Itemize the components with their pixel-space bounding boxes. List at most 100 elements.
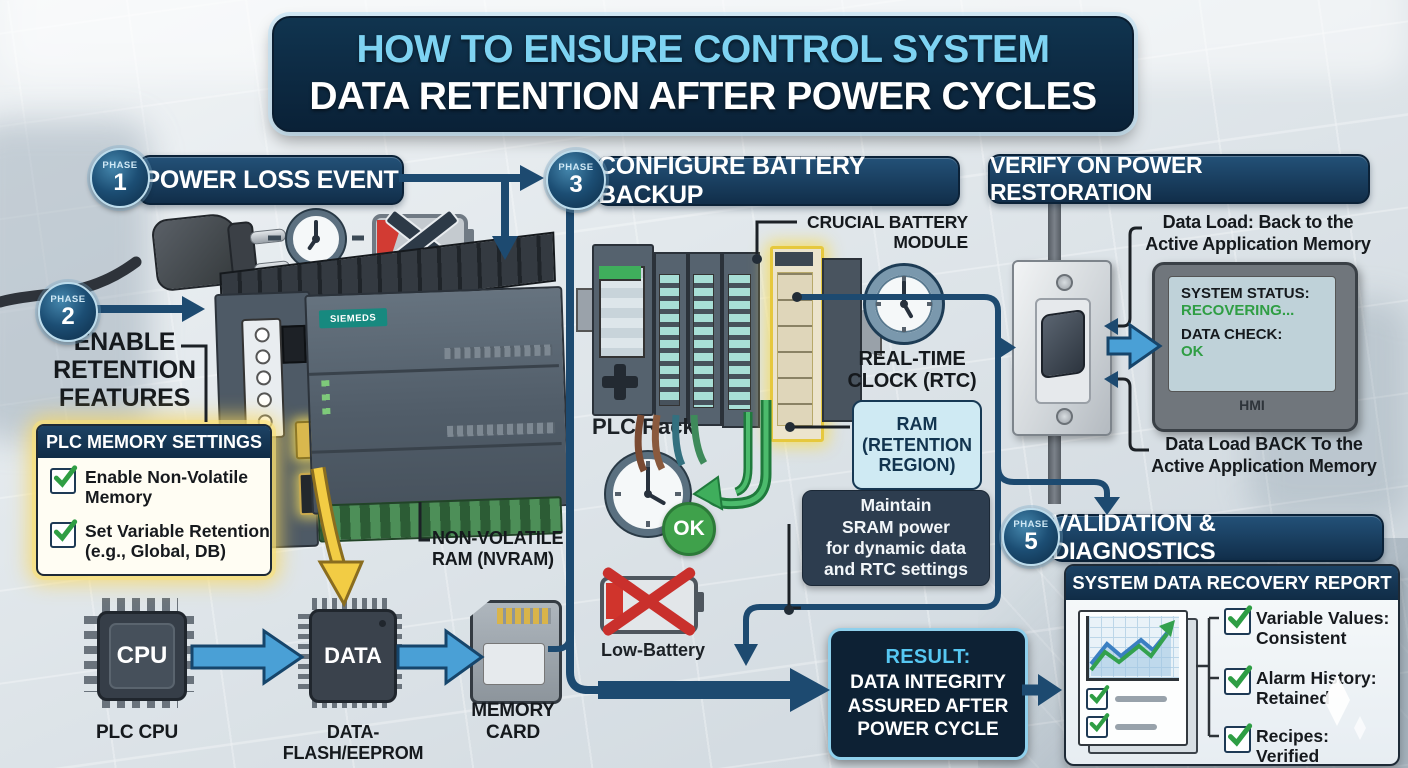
memory-card-label-area [483,643,545,685]
title-line-2: DATA RETENTION AFTER POWER CYCLES [309,75,1097,118]
trend-lines [1089,620,1175,676]
rtc-clock-center [900,300,908,308]
phase-1-badge: PHASE 1 [90,148,150,208]
phase-5-number: 5 [1024,527,1038,555]
clock-tick [902,327,906,332]
report-item-1 [1224,605,1260,635]
report-item-2-value: Retained [1256,688,1330,708]
phase-3-title: CONFIGURE BATTERY BACKUP [598,152,865,209]
connector-pin [255,370,271,387]
phase-4-header: VERIFY ON POWER RESTORATION [988,152,1370,205]
clock-tick [646,461,650,467]
data-chip-text: DATA [324,643,382,668]
phase-3-header: CONFIGURE BATTERY BACKUP [596,152,960,209]
data-chip-body: DATA [309,609,397,703]
low-battery-label: Low-Battery [600,640,705,660]
phase-2-number: 2 [61,302,75,330]
plc-brand-label: SIEMEDS [318,308,388,329]
io-led-strip [693,274,714,408]
clock-tick [927,302,932,306]
memory-card-label: MEMORY CARD [471,700,555,743]
sram-power-note: Maintain SRAM power for dynamic data and… [802,490,990,586]
hmi-check-label: DATA CHECK: [1181,326,1283,343]
phase-2-heading: ENABLE RETENTION FEATURES [53,328,196,412]
connector-pin [254,348,271,365]
plc-memory-settings-box: PLC MEMORY SETTINGS Enable Non-Volatile … [36,424,272,576]
memory-card-icon [470,600,562,704]
chip-pins-left [84,616,99,692]
ok-clock-center [644,490,652,498]
report-header: SYSTEM DATA RECOVERY REPORT [1066,566,1398,600]
plc-settings-header: PLC MEMORY SETTINGS [38,426,270,458]
clock-tick [675,492,681,496]
checkbox-checked-icon [50,519,78,548]
hmi-status-label: SYSTEM STATUS: [1181,285,1310,302]
battery-module-callout: CRUCIAL BATTERY MODULE [807,212,968,253]
rack-cpu-screen-header [599,266,641,281]
io-led-strip [728,274,751,410]
cpu-chip-body: CPU [97,611,187,701]
switch-toggle [1041,308,1085,380]
doc-check-row-1 [1086,685,1167,710]
report-item-3 [1224,723,1253,753]
hmi-check-value: OK [1181,343,1204,360]
ok-clock-minute-hand [646,465,650,494]
result-label: RESULT: [885,646,971,669]
checkbox-checked-icon [1086,685,1110,710]
phase-3-badge: PHASE 3 [546,150,606,210]
phase-5-word: PHASE [1013,519,1049,531]
clock-center [312,235,320,243]
phase-4-title: VERIFY ON POWER RESTORATION [990,152,1203,205]
low-battery-icon [600,565,704,638]
plc-terminal-connector [241,317,286,440]
checkbox-checked-icon [1086,713,1110,738]
plc-cpu-label: PLC CPU [96,722,178,743]
rack-cpu-dpad-h [602,376,638,388]
cpu-chip-text: CPU [116,642,168,669]
phase-1-number: 1 [113,168,127,196]
checkbox-checked-icon [1224,665,1253,695]
ok-badge-text: OK [673,517,705,540]
clock-tick [615,492,621,496]
cpu-chip-icon: CPU [84,598,194,708]
setting-item-1: Enable Non-Volatile Memory [50,465,248,507]
data-load-note-top: Data Load: Back to the Active Applicatio… [1145,212,1371,254]
ram-retention-box: RAM (RETENTION REGION) [852,400,982,490]
power-switch [1012,260,1112,436]
plc-rack [576,240,882,442]
doc-text-line [1115,696,1167,702]
switch-screw-top [1056,274,1073,291]
phase-2-badge: PHASE 2 [38,282,98,342]
data-flash-label: DATA-FLASH/EEPROM [282,722,424,763]
plc-status-leds [321,380,331,421]
hmi-caption: HMI [1239,397,1265,413]
clock-tick [876,302,881,306]
connector-pin [253,327,270,343]
ok-badge: OK [662,502,716,556]
recovery-report-box: SYSTEM DATA RECOVERY REPORT [1064,564,1400,766]
plc-rack-label: PLC Rack [592,414,695,439]
report-item-3-label: Recipes: [1256,726,1329,746]
low-battery-segment [606,583,623,619]
phase-1-title: POWER LOSS EVENT [143,165,399,194]
hmi-screen: SYSTEM STATUS: RECOVERING... DATA CHECK:… [1168,276,1336,392]
clock-minute-hand [314,220,318,239]
result-box: RESULT: DATA INTEGRITY ASSURED AFTER POW… [828,628,1028,760]
switch-pole-top [1048,198,1061,266]
phase-5-badge: PHASE 5 [1002,508,1060,566]
low-battery-terminal [696,592,704,612]
phase-1-word: PHASE [102,160,138,172]
plc-settings-header-text: PLC MEMORY SETTINGS [45,431,263,452]
data-flash-chip-icon: DATA [298,596,402,710]
phase-3-number: 3 [569,170,583,198]
checkbox-checked-icon [1224,723,1253,753]
title-line-1: HOW TO ENSURE CONTROL SYSTEM [356,28,1050,72]
memory-card-pins [497,608,551,624]
clock-tick [902,276,906,281]
rack-end-cap [822,258,862,422]
hmi-panel: SYSTEM STATUS: RECOVERING... DATA CHECK:… [1152,262,1358,432]
battery-module-top-band [775,252,813,266]
battery-terminal [466,229,474,249]
rtc-label: REAL-TIME CLOCK (RTC) [847,348,977,392]
